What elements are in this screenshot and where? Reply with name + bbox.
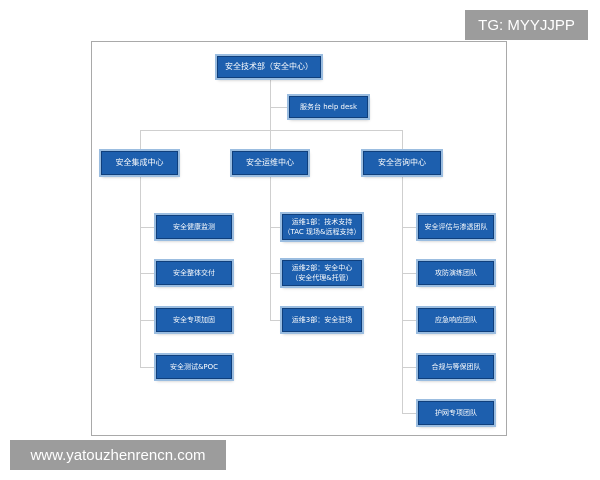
site-watermark: www.yatouzhenrencn.com — [10, 440, 226, 470]
connector-g2-c1 — [270, 227, 281, 228]
connector-group-3-down — [402, 176, 403, 413]
group-integration-node: 安全集成中心 — [101, 151, 178, 175]
org-root-node: 安全技术部（安全中心） — [217, 56, 321, 78]
operations-item: 运维3部：安全驻场 — [282, 308, 362, 332]
consulting-item: 合规与等保团队 — [418, 355, 494, 379]
integration-item: 安全健康监测 — [156, 215, 232, 239]
connector-g3-c4 — [402, 367, 417, 368]
operations-item-line1: 运维3部：安全驻场 — [291, 316, 353, 324]
operations-item-line1: 运维2部：安全中心 — [291, 264, 353, 272]
operations-item-line1: 运维1部：技术支持 — [291, 218, 353, 226]
connector-group-3-up — [402, 130, 403, 150]
tg-watermark: TG: MYYJJPP — [465, 10, 588, 40]
consulting-item: 护网专项团队 — [418, 401, 494, 425]
connector-g3-c2 — [402, 273, 417, 274]
consulting-item: 攻防演练团队 — [418, 261, 494, 285]
connector-root-down — [270, 78, 271, 131]
connector-g2-c2 — [270, 273, 281, 274]
integration-item: 安全专项加固 — [156, 308, 232, 332]
integration-item: 安全整体交付 — [156, 261, 232, 285]
connector-g1-c4 — [140, 367, 155, 368]
connector-group-bar — [140, 130, 402, 131]
connector-g2-c3 — [270, 320, 281, 321]
integration-item: 安全测试&POC — [156, 355, 232, 379]
operations-item-line2: （安全代理&托管） — [291, 274, 353, 282]
consulting-item: 应急响应团队 — [418, 308, 494, 332]
consulting-item: 安全评估与渗透团队 — [418, 215, 494, 239]
operations-item: 运维1部：技术支持 （TAC 现场&远程支持） — [282, 214, 362, 240]
connector-group-2-down — [270, 176, 271, 321]
connector-group-1-down — [140, 176, 141, 368]
connector-g3-c1 — [402, 227, 417, 228]
operations-item: 运维2部：安全中心 （安全代理&托管） — [282, 260, 362, 286]
connector-g3-c5 — [402, 413, 417, 414]
operations-item-line2: （TAC 现场&远程支持） — [283, 228, 361, 236]
connector-g1-c3 — [140, 320, 155, 321]
helpdesk-node: 服务台 help desk — [289, 96, 368, 118]
connector-group-2-up — [270, 130, 271, 150]
connector-helpdesk — [270, 107, 289, 108]
connector-g1-c2 — [140, 273, 155, 274]
connector-group-1-up — [140, 130, 141, 150]
group-consulting-node: 安全咨询中心 — [363, 151, 441, 175]
group-operations-node: 安全运维中心 — [232, 151, 308, 175]
connector-g3-c3 — [402, 320, 417, 321]
connector-g1-c1 — [140, 227, 155, 228]
